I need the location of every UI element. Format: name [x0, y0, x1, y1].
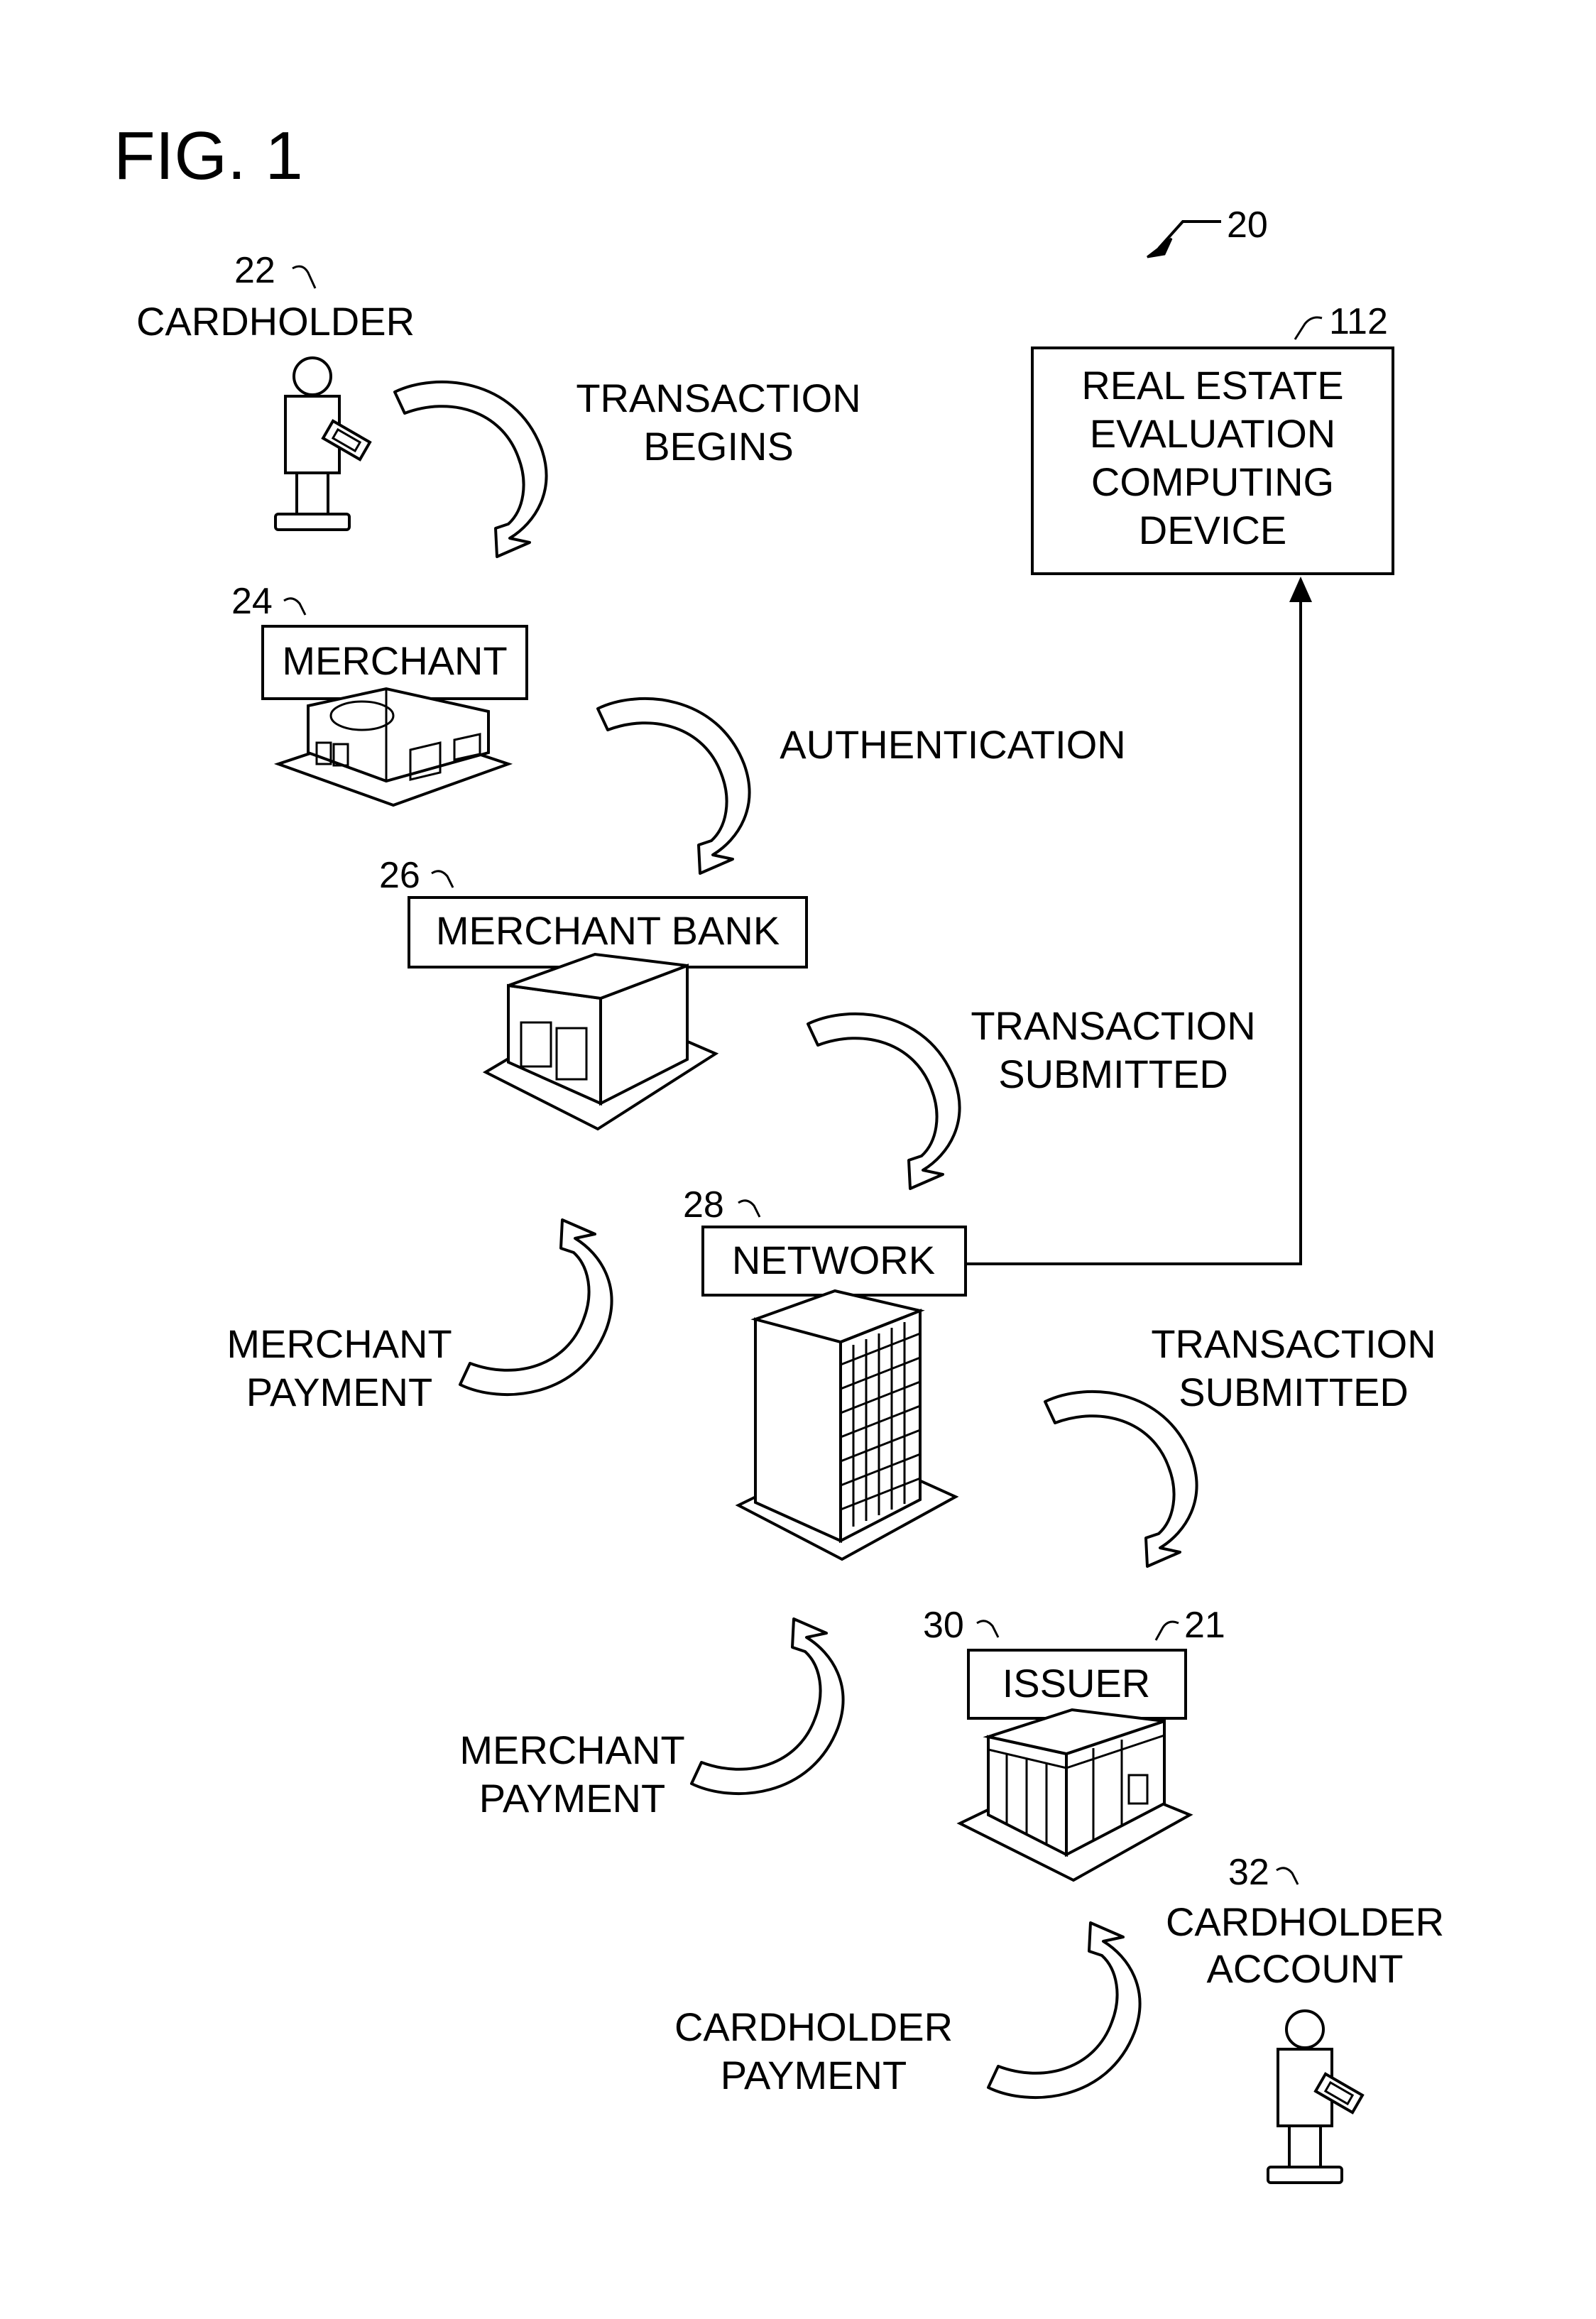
svg-text:AUTHENTICATION: AUTHENTICATION [780, 722, 1125, 767]
transaction-submitted-1-arrow [808, 1014, 959, 1189]
network-label: NETWORK [732, 1238, 935, 1282]
system-reference: 20 [1147, 204, 1268, 257]
merchant-ref: 24 [231, 581, 273, 622]
transaction-submitted-2-arrow [1045, 1392, 1196, 1566]
issuer-building-icon [960, 1710, 1190, 1880]
svg-text:SUBMITTED: SUBMITTED [1179, 1370, 1409, 1414]
merchant-bank-label: MERCHANT BANK [436, 908, 780, 953]
real-estate-device-line1: REAL ESTATE [1081, 363, 1343, 408]
transaction-begins-label: TRANSACTION BEGINS [576, 376, 860, 469]
svg-text:CARDHOLDER: CARDHOLDER [674, 2004, 953, 2049]
cardholder-ref: 22 [234, 250, 275, 291]
svg-text:BEGINS: BEGINS [643, 424, 794, 469]
transaction-submitted-2-label: TRANSACTION SUBMITTED [1151, 1321, 1436, 1414]
merchant-payment-2-arrow [692, 1619, 843, 1794]
transaction-submitted-1-label: TRANSACTION SUBMITTED [971, 1003, 1255, 1096]
system-ref-number: 20 [1227, 204, 1268, 246]
bank-building-icon [486, 954, 716, 1129]
transaction-begins-arrow [395, 382, 546, 557]
merchant-node: 24 MERCHANT [231, 581, 527, 805]
authentication-arrow [598, 699, 749, 873]
svg-text:MERCHANT: MERCHANT [226, 1321, 452, 1366]
real-estate-device-line3: COMPUTING [1091, 459, 1334, 504]
cardholder-account-ref: 32 [1228, 1852, 1269, 1893]
cardholder-person-icon [275, 358, 370, 530]
cardholder-node: 22 CARDHOLDER [136, 250, 415, 530]
merchant-bank-ref: 26 [379, 855, 420, 896]
cardholder-account-line1: CARDHOLDER [1166, 1899, 1444, 1944]
svg-text:MERCHANT: MERCHANT [459, 1728, 684, 1772]
merchant-payment-2-label: MERCHANT PAYMENT [459, 1728, 684, 1821]
real-estate-device-ref: 112 [1329, 301, 1388, 342]
svg-text:SUBMITTED: SUBMITTED [998, 1052, 1228, 1096]
issuer-ref: 30 [923, 1605, 964, 1646]
svg-text:TRANSACTION: TRANSACTION [576, 376, 860, 420]
merchant-bank-node: 26 MERCHANT BANK [379, 855, 807, 1129]
issuer-label: ISSUER [1002, 1661, 1151, 1706]
cardholder-payment-label: CARDHOLDER PAYMENT [674, 2004, 953, 2097]
cardholder-label: CARDHOLDER [136, 299, 415, 344]
svg-text:PAYMENT: PAYMENT [246, 1370, 432, 1414]
network-to-device-connector [966, 577, 1312, 1264]
cardholder-account-person-icon [1268, 2011, 1362, 2183]
issuer-node: 30 21 ISSUER [923, 1605, 1225, 1880]
network-ref: 28 [683, 1184, 724, 1226]
network-node: 28 NETWORK [683, 1184, 966, 1559]
issuer-ref-2: 21 [1184, 1605, 1225, 1646]
real-estate-device-line4: DEVICE [1139, 508, 1287, 552]
real-estate-device-line2: EVALUATION [1090, 411, 1335, 456]
svg-text:TRANSACTION: TRANSACTION [971, 1003, 1255, 1048]
merchant-label: MERCHANT [282, 638, 507, 683]
cardholder-account-node: 32 CARDHOLDER ACCOUNT [1166, 1852, 1444, 2183]
authentication-label: AUTHENTICATION [780, 722, 1125, 767]
svg-text:PAYMENT: PAYMENT [479, 1776, 665, 1821]
svg-text:PAYMENT: PAYMENT [721, 2053, 907, 2097]
office-tower-icon [738, 1291, 956, 1559]
merchant-payment-1-label: MERCHANT PAYMENT [226, 1321, 452, 1414]
cardholder-account-line2: ACCOUNT [1207, 1946, 1404, 1991]
store-icon [278, 689, 508, 805]
real-estate-device-node: 112 REAL ESTATE EVALUATION COMPUTING DEV… [1032, 301, 1393, 574]
figure-title: FIG. 1 [114, 118, 303, 194]
cardholder-payment-arrow [988, 1923, 1139, 2097]
merchant-payment-1-arrow [460, 1220, 611, 1395]
svg-text:TRANSACTION: TRANSACTION [1151, 1321, 1436, 1366]
